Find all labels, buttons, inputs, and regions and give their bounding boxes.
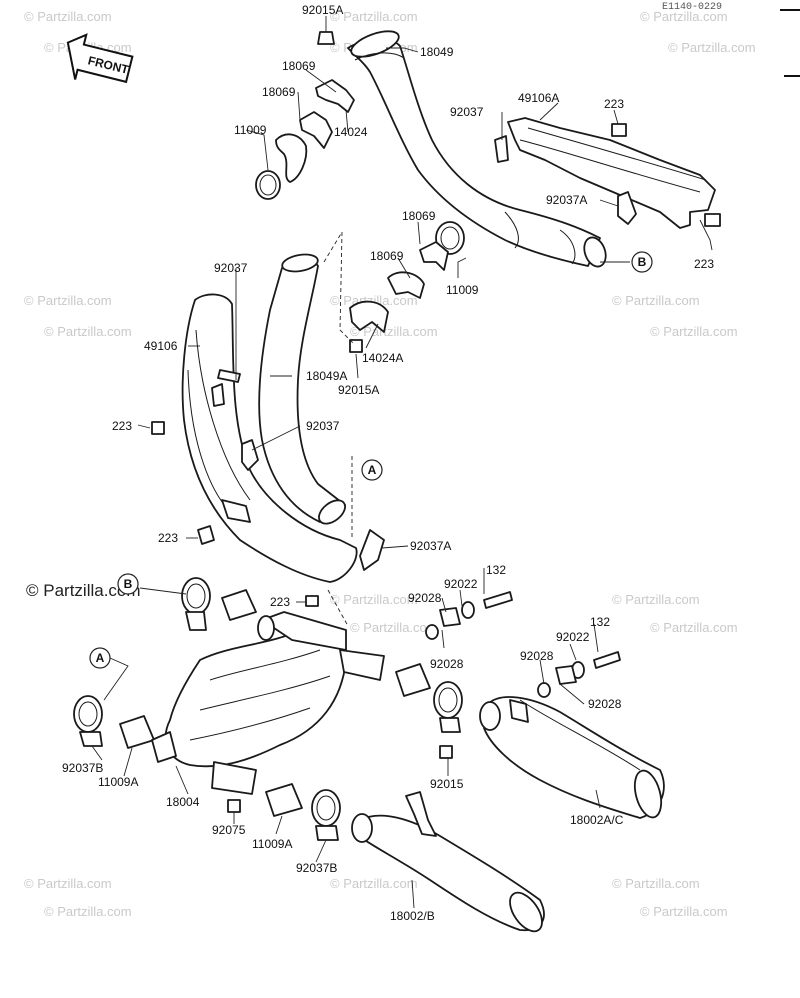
part-label: 92075	[212, 823, 246, 837]
part-label: 92028	[520, 649, 554, 663]
part-label: 92022	[444, 577, 478, 591]
watermark: © Partzilla.com	[330, 592, 418, 607]
part-label: 18002/B	[390, 909, 435, 923]
mid-clamps	[349, 221, 465, 353]
watermark: © Partzilla.com	[330, 293, 418, 308]
ref-marker-b-top: B	[631, 251, 653, 273]
part-label: 92037A	[546, 193, 587, 207]
watermark: © Partzilla.com	[24, 9, 112, 24]
muffler-fasteners	[425, 591, 621, 698]
part-label: 223	[112, 419, 132, 433]
front-arrow: FRONT	[66, 33, 134, 84]
part-label: 92037B	[296, 861, 337, 875]
watermark: © Partzilla.com	[24, 876, 112, 891]
collector-18004	[151, 611, 385, 813]
header-pipe-18049A	[258, 253, 346, 525]
watermark: © Partzilla.com	[640, 9, 728, 24]
part-label: 92037B	[62, 761, 103, 775]
watermark: © Partzilla.com	[24, 293, 112, 308]
muffler-18002A-C	[479, 696, 665, 819]
part-label: 14024	[334, 125, 368, 139]
left-fasteners	[151, 369, 385, 571]
watermark: © Partzilla.com	[44, 904, 132, 919]
part-label: 11009A	[98, 775, 138, 789]
part-label: 14024A	[362, 351, 403, 365]
ref-label: A	[368, 463, 377, 477]
part-label: 18004	[166, 795, 200, 809]
watermark: © Partzilla.com	[44, 324, 132, 339]
header-pipe-18049	[347, 30, 607, 268]
part-label: 11009	[234, 123, 267, 137]
part-label: 18049	[420, 45, 454, 59]
part-label: 223	[158, 531, 178, 545]
watermark: © Partzilla.com	[650, 324, 738, 339]
muffler-18002-B	[351, 791, 545, 933]
part-label: 92015	[430, 777, 464, 791]
part-label: 92022	[556, 630, 590, 644]
part-label: 18069	[370, 249, 404, 263]
diagram-code: E1140-0229	[662, 2, 722, 13]
watermark: © Partzilla.com	[612, 592, 700, 607]
part-label: 18002A/C	[570, 813, 624, 827]
watermark: © Partzilla.com	[612, 876, 700, 891]
watermark: © Partzilla.com	[640, 904, 728, 919]
part-label: 92037	[450, 105, 484, 119]
ref-marker-a-mid: A	[361, 459, 383, 481]
watermark: © Partzilla.com	[612, 293, 700, 308]
alignment-line	[323, 230, 355, 345]
heat-shield-49106A	[507, 117, 716, 229]
ref-marker-b-lower: B	[117, 573, 139, 595]
part-label: 92015A	[338, 383, 379, 397]
part-labels: 92015A 18049 18069 18069 11009 14024 920…	[62, 3, 714, 923]
part-label: 92028	[588, 697, 622, 711]
part-label: 18069	[402, 209, 436, 223]
part-label: 11009	[446, 283, 479, 297]
ref-label: A	[96, 651, 105, 665]
watermark: © Partzilla.com	[668, 40, 756, 55]
part-label: 92037A	[410, 539, 451, 553]
part-label: 223	[270, 595, 290, 609]
part-label: 92037	[214, 261, 248, 275]
part-label: 92015A	[302, 3, 343, 17]
watermark: © Partzilla.com	[350, 620, 438, 635]
part-label: 18069	[282, 59, 316, 73]
part-label: 92037	[306, 419, 340, 433]
leader-lines	[91, 16, 713, 909]
part-label: 49106	[144, 339, 178, 353]
watermark: © Partzilla.com	[330, 9, 418, 24]
part-label: 18069	[262, 85, 296, 99]
upper-fasteners	[255, 31, 721, 227]
ref-label: B	[124, 577, 133, 591]
part-label: 132	[486, 563, 506, 577]
lower-connectors	[73, 577, 463, 841]
part-label: 132	[590, 615, 610, 629]
ref-label: B	[638, 255, 647, 269]
part-label: 49106A	[518, 91, 559, 105]
part-label: 92028	[408, 591, 442, 605]
watermark-main: © Partzilla.com	[26, 581, 141, 600]
part-label: 18049A	[306, 369, 347, 383]
part-label: 223	[694, 257, 714, 271]
heat-shield-49106	[181, 293, 358, 583]
part-label: 223	[604, 97, 624, 111]
watermark: © Partzilla.com	[330, 876, 418, 891]
ref-marker-a-lower: A	[89, 647, 111, 669]
part-label: 92028	[430, 657, 464, 671]
part-label: 11009A	[252, 837, 292, 851]
watermark: © Partzilla.com	[650, 620, 738, 635]
